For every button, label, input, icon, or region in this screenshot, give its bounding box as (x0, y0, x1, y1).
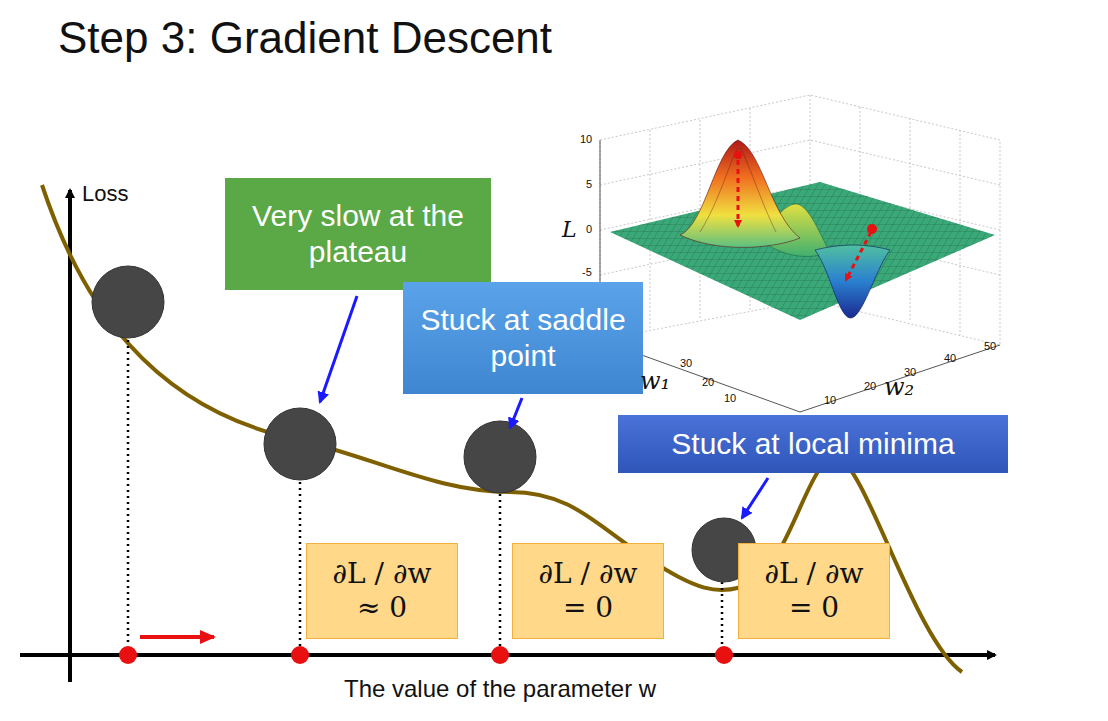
axis-label: The value of the parameter w (344, 676, 656, 702)
tick-label: 20 (702, 376, 714, 388)
axis-label: Loss (82, 182, 128, 206)
tick-label: 0 (586, 223, 592, 235)
box-text: ∂L / ∂w ≈ 0 (317, 557, 447, 624)
tick-label: 20 (864, 380, 876, 392)
title: Step 3: Gradient Descent (58, 14, 552, 62)
tick-label: 10 (724, 392, 736, 404)
box-text: Very slow at the plateau (235, 198, 481, 270)
box-text: ∂L / ∂w = 0 (749, 557, 879, 624)
tick-label: 30 (680, 357, 692, 369)
tick-label: 50 (984, 340, 996, 352)
tick-label: -5 (582, 266, 592, 278)
box-text: Stuck at local minima (671, 426, 954, 462)
axis-label: w₁ (640, 368, 670, 394)
tick-label: 10 (580, 133, 592, 145)
gradient-box: ∂L / ∂w ≈ 0 (306, 543, 458, 639)
gradient-box: ∂L / ∂w = 0 (738, 543, 890, 639)
callout-box: Stuck at saddle point (403, 282, 643, 394)
tick-label: 40 (944, 352, 956, 364)
box-text: Stuck at saddle point (413, 302, 633, 374)
tick-label: 30 (904, 366, 916, 378)
callout-box: Very slow at the plateau (225, 178, 491, 290)
axis-label: L (562, 218, 577, 242)
box-text: ∂L / ∂w = 0 (523, 557, 653, 624)
tick-label: 5 (586, 178, 592, 190)
tick-label: 10 (824, 394, 836, 406)
callout-box: Stuck at local minima (618, 415, 1008, 473)
gradient-box: ∂L / ∂w = 0 (512, 543, 664, 639)
